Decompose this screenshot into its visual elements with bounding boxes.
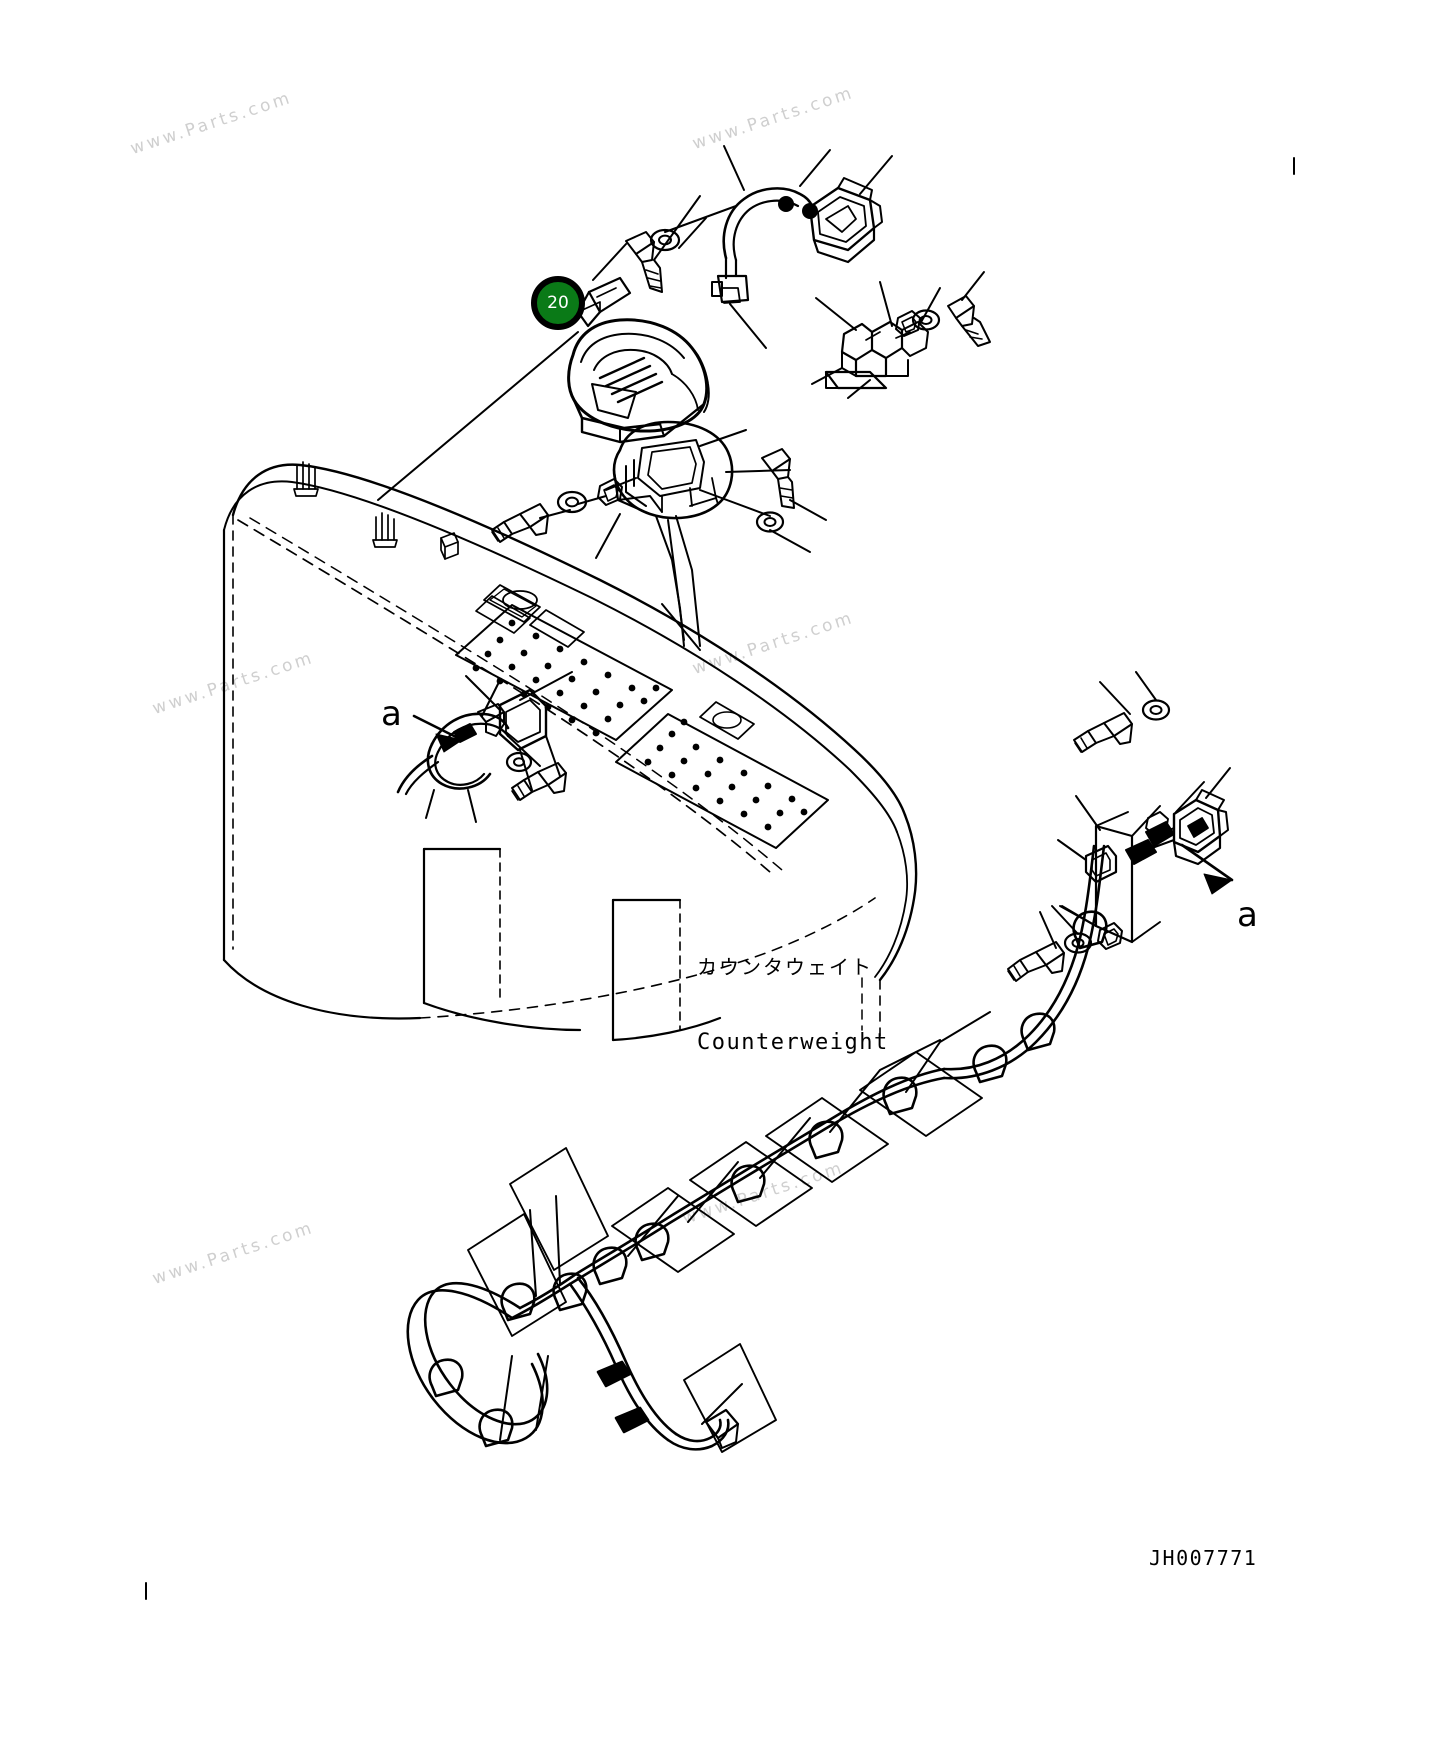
part-label-counterweight: カウンタウェイト Counterweight <box>697 908 889 1103</box>
right-mount-plate <box>1059 811 1161 944</box>
nut-lower-right-1 <box>1097 922 1123 950</box>
bolt-far-right-1 <box>1073 712 1133 753</box>
deck-inspection-hole <box>502 590 538 610</box>
rear-camera-right-assembly <box>1151 789 1229 866</box>
bolt-section-a-left <box>511 762 567 801</box>
registration-ticks <box>145 157 1295 1600</box>
top-stud-clip-1 <box>293 461 319 497</box>
bolt-right-2 <box>761 448 795 509</box>
bolt-right-1 <box>947 295 991 347</box>
section-marker-a-left: a <box>381 694 402 734</box>
monitor-mounting-bracket <box>612 420 734 520</box>
nut-left-1 <box>597 478 623 506</box>
camera-arm <box>711 187 818 304</box>
drawing-number: JH007771 <box>1149 1546 1258 1570</box>
part-label-japanese: カウンタウェイト <box>697 955 873 980</box>
tread-plate-1 <box>455 604 673 741</box>
section-arrow-left <box>412 714 464 753</box>
nut-right-1 <box>895 310 921 337</box>
washer-far-right-1 <box>1141 699 1171 721</box>
top-boss <box>440 532 459 560</box>
bolt-lower-right-1 <box>1007 941 1065 982</box>
counterweight-housing <box>222 461 918 1042</box>
leader-boxes <box>467 1051 983 1453</box>
harness-clamps <box>428 910 1108 1448</box>
callout-badge-20-number: 20 <box>547 292 569 313</box>
deck-mount-pad-2 <box>529 609 585 648</box>
deck-mount-pad-4 <box>699 701 755 740</box>
washer-section-a-left <box>505 751 533 773</box>
nut-right-upper <box>1145 811 1169 836</box>
section-marker-a-right: a <box>1237 895 1258 935</box>
tread-plate-2 <box>615 713 829 849</box>
camera-mounting-bracket <box>824 320 929 390</box>
rear-view-camera <box>808 177 883 264</box>
harness-connector <box>704 1408 740 1449</box>
deck-mount-pad-3 <box>475 595 531 634</box>
harness-clamp-left-detail <box>396 688 548 796</box>
leader-lines <box>377 145 1231 1441</box>
deck-mount-pad-1 <box>483 584 541 623</box>
section-arrow-right <box>1180 843 1234 895</box>
part-label-english: Counterweight <box>697 1029 889 1055</box>
bolt-left-1 <box>491 503 549 543</box>
bolt-top-1 <box>625 231 663 293</box>
callout-badge-20[interactable]: 20 <box>531 276 585 330</box>
top-stud-clip-2 <box>372 512 398 548</box>
washer-right-2 <box>755 511 785 533</box>
